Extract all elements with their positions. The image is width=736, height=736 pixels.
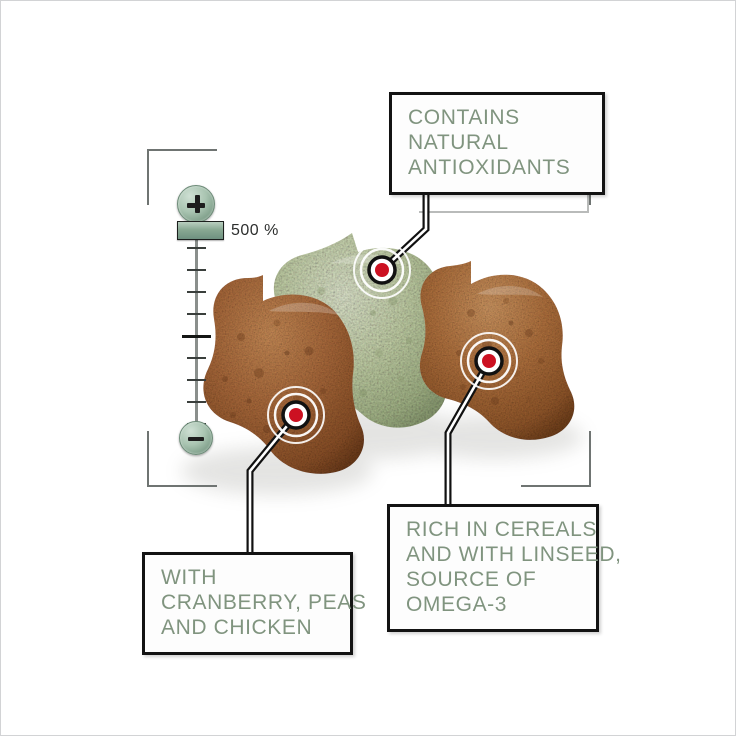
kibble-brown-right	[419, 261, 575, 440]
bracket-bottom-right	[521, 431, 591, 487]
callout-line: AND CHICKEN	[161, 616, 313, 639]
callout-with-cranberry-peas-chicken[interactable]: WITH CRANBERRY, PEAS AND CHICKEN	[142, 552, 367, 655]
zoom-in-button[interactable]	[177, 185, 215, 223]
callout-rich-in-cereals[interactable]: RICH IN CEREALS AND WITH LINSEED, SOURCE…	[387, 504, 622, 632]
callout-line: SOURCE OF	[406, 568, 537, 591]
bracket-top-left	[147, 149, 217, 205]
plus-icon-vertical	[194, 195, 200, 213]
callout-line: NATURAL	[408, 131, 509, 154]
zoom-level-value: 500 %	[231, 222, 279, 239]
slider-tick	[187, 313, 206, 315]
callout-natural-antioxidants[interactable]: CONTAINS NATURAL ANTIOXIDANTS	[389, 92, 605, 195]
callout-line: ANTIOXIDANTS	[408, 156, 571, 179]
callout-line: CONTAINS	[408, 106, 520, 129]
callout-line: WITH	[161, 566, 218, 589]
slider-tick	[187, 247, 206, 249]
callout-line: OMEGA-3	[406, 593, 508, 616]
slider-tick	[187, 379, 206, 381]
magnification-slider[interactable]: 500 %	[169, 185, 279, 465]
bracket-bottom-left	[147, 431, 217, 487]
ghost-frame-top	[419, 177, 589, 213]
slider-tick-center	[182, 335, 211, 338]
callout-line: RICH IN CEREALS	[406, 518, 598, 541]
zoom-out-button[interactable]	[179, 421, 213, 455]
slider-tick	[187, 357, 206, 359]
slider-track[interactable]	[182, 237, 211, 433]
callout-line: CRANBERRY, PEAS	[161, 591, 367, 614]
slider-tick	[187, 291, 206, 293]
slider-tick	[187, 401, 206, 403]
slider-handle[interactable]	[177, 221, 224, 240]
slider-tick	[187, 269, 206, 271]
callout-line: AND WITH LINSEED,	[406, 543, 622, 566]
minus-icon	[188, 436, 204, 441]
